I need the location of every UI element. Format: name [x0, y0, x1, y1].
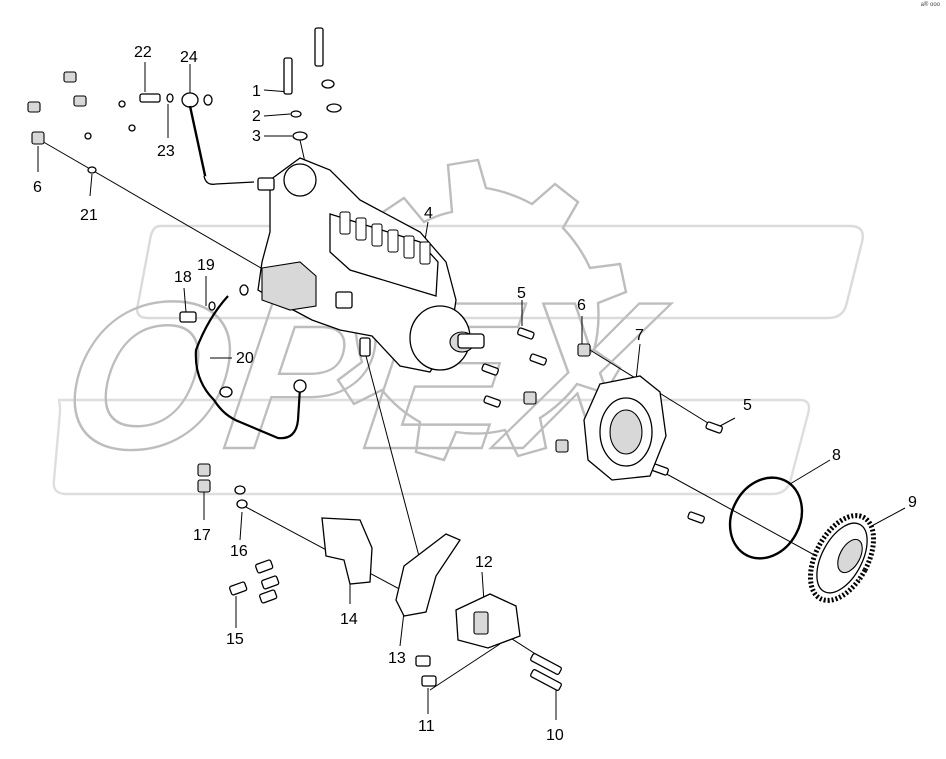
callout-3: 3 [252, 128, 261, 145]
corner-tag: a® ooo [920, 2, 940, 8]
callout-7: 7 [635, 327, 644, 344]
callout-23: 23 [157, 143, 175, 160]
callout-21: 21 [80, 207, 98, 224]
callout-2: 2 [252, 108, 261, 125]
callout-6a: 6 [577, 297, 586, 314]
callout-10: 10 [546, 727, 564, 744]
callout-5a: 5 [517, 285, 526, 302]
watermark-banner [135, 224, 864, 320]
watermark-banner-lower [52, 398, 811, 496]
callout-12: 12 [475, 554, 493, 571]
pump-elements [339, 211, 431, 265]
callout-24: 24 [180, 49, 198, 66]
callout-20: 20 [236, 350, 254, 367]
callout-6b: 6 [33, 179, 42, 196]
drive-gear [807, 513, 877, 603]
callout-11: 11 [418, 718, 435, 735]
callout-1: 1 [252, 83, 261, 100]
callout-17: 17 [193, 527, 211, 544]
callout-16: 16 [230, 543, 248, 560]
callout-labels: 1 2 3 4 5 5 6 6 7 8 9 10 11 12 13 14 15 … [33, 44, 917, 744]
callout-18: 18 [174, 269, 192, 286]
callout-22: 22 [134, 44, 152, 61]
o-ring [728, 476, 804, 560]
callout-8: 8 [832, 447, 841, 464]
callout-9: 9 [908, 494, 917, 511]
callout-15: 15 [226, 631, 244, 648]
callout-4: 4 [424, 205, 433, 222]
callout-14: 14 [340, 611, 358, 628]
callout-5b: 5 [743, 397, 752, 414]
injection-pump [257, 157, 485, 373]
callout-13: 13 [388, 650, 406, 667]
callout-19: 19 [197, 257, 215, 274]
small-parts [27, 27, 877, 691]
